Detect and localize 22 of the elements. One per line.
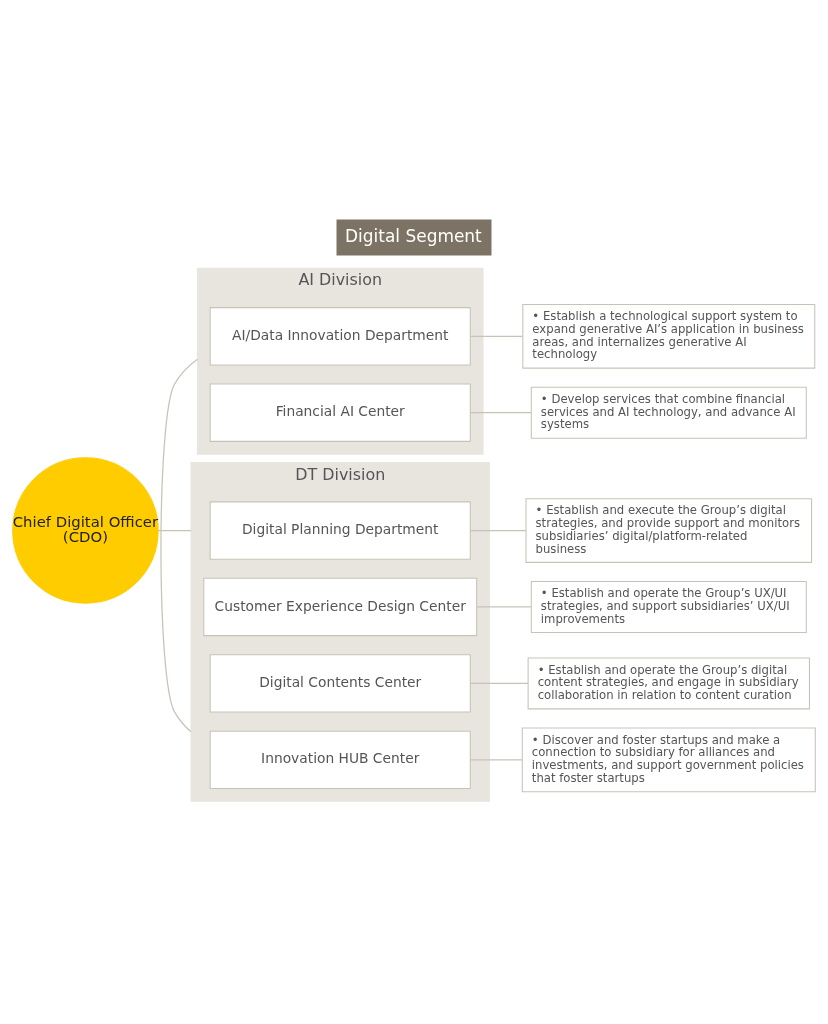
node-box: AI/Data Innovation Department [209, 306, 471, 365]
node-box: • Establish and operate the Group’s UX/UI strategies, and support subsidiaries’ UX/UI improvements [530, 580, 807, 633]
node-box: • Discover and foster startups and make a connection to subsidiary for alliances and investments, and support government policies that foster startups [521, 727, 816, 792]
node-box: Digital Planning Department [209, 500, 471, 560]
connector [469, 335, 524, 337]
node-box: • Develop services that combine financial services and AI technology, and advance AI systems [530, 386, 807, 439]
connector [160, 358, 199, 732]
connector [469, 758, 523, 760]
node-box: Digital Contents Center [209, 653, 471, 713]
connector [476, 605, 532, 608]
node-box: Financial AI Center [209, 383, 471, 442]
connector [469, 682, 529, 684]
diagram-title: Digital Segment [344, 225, 482, 246]
node-box: • Establish and operate the Group’s digital content strategies, and engage in subsidiary collaboration in relation to content curation [527, 656, 810, 709]
node-box: Customer Experience Design Center [203, 577, 478, 636]
node-box: • Establish a technological support system to expand generative AI’s application in business areas, and internalizes generative AI technology [522, 303, 816, 369]
connector [469, 529, 527, 531]
connector [469, 411, 532, 413]
node-circle: Chief Digital Officer (CDO) [12, 456, 159, 604]
node-box: Innovation HUB Center [209, 730, 471, 789]
node-box: • Establish and execute the Group’s digital strategies, and provide support and monitors subsidiaries’ digital/platform-related business [525, 497, 813, 563]
connector [157, 529, 192, 531]
